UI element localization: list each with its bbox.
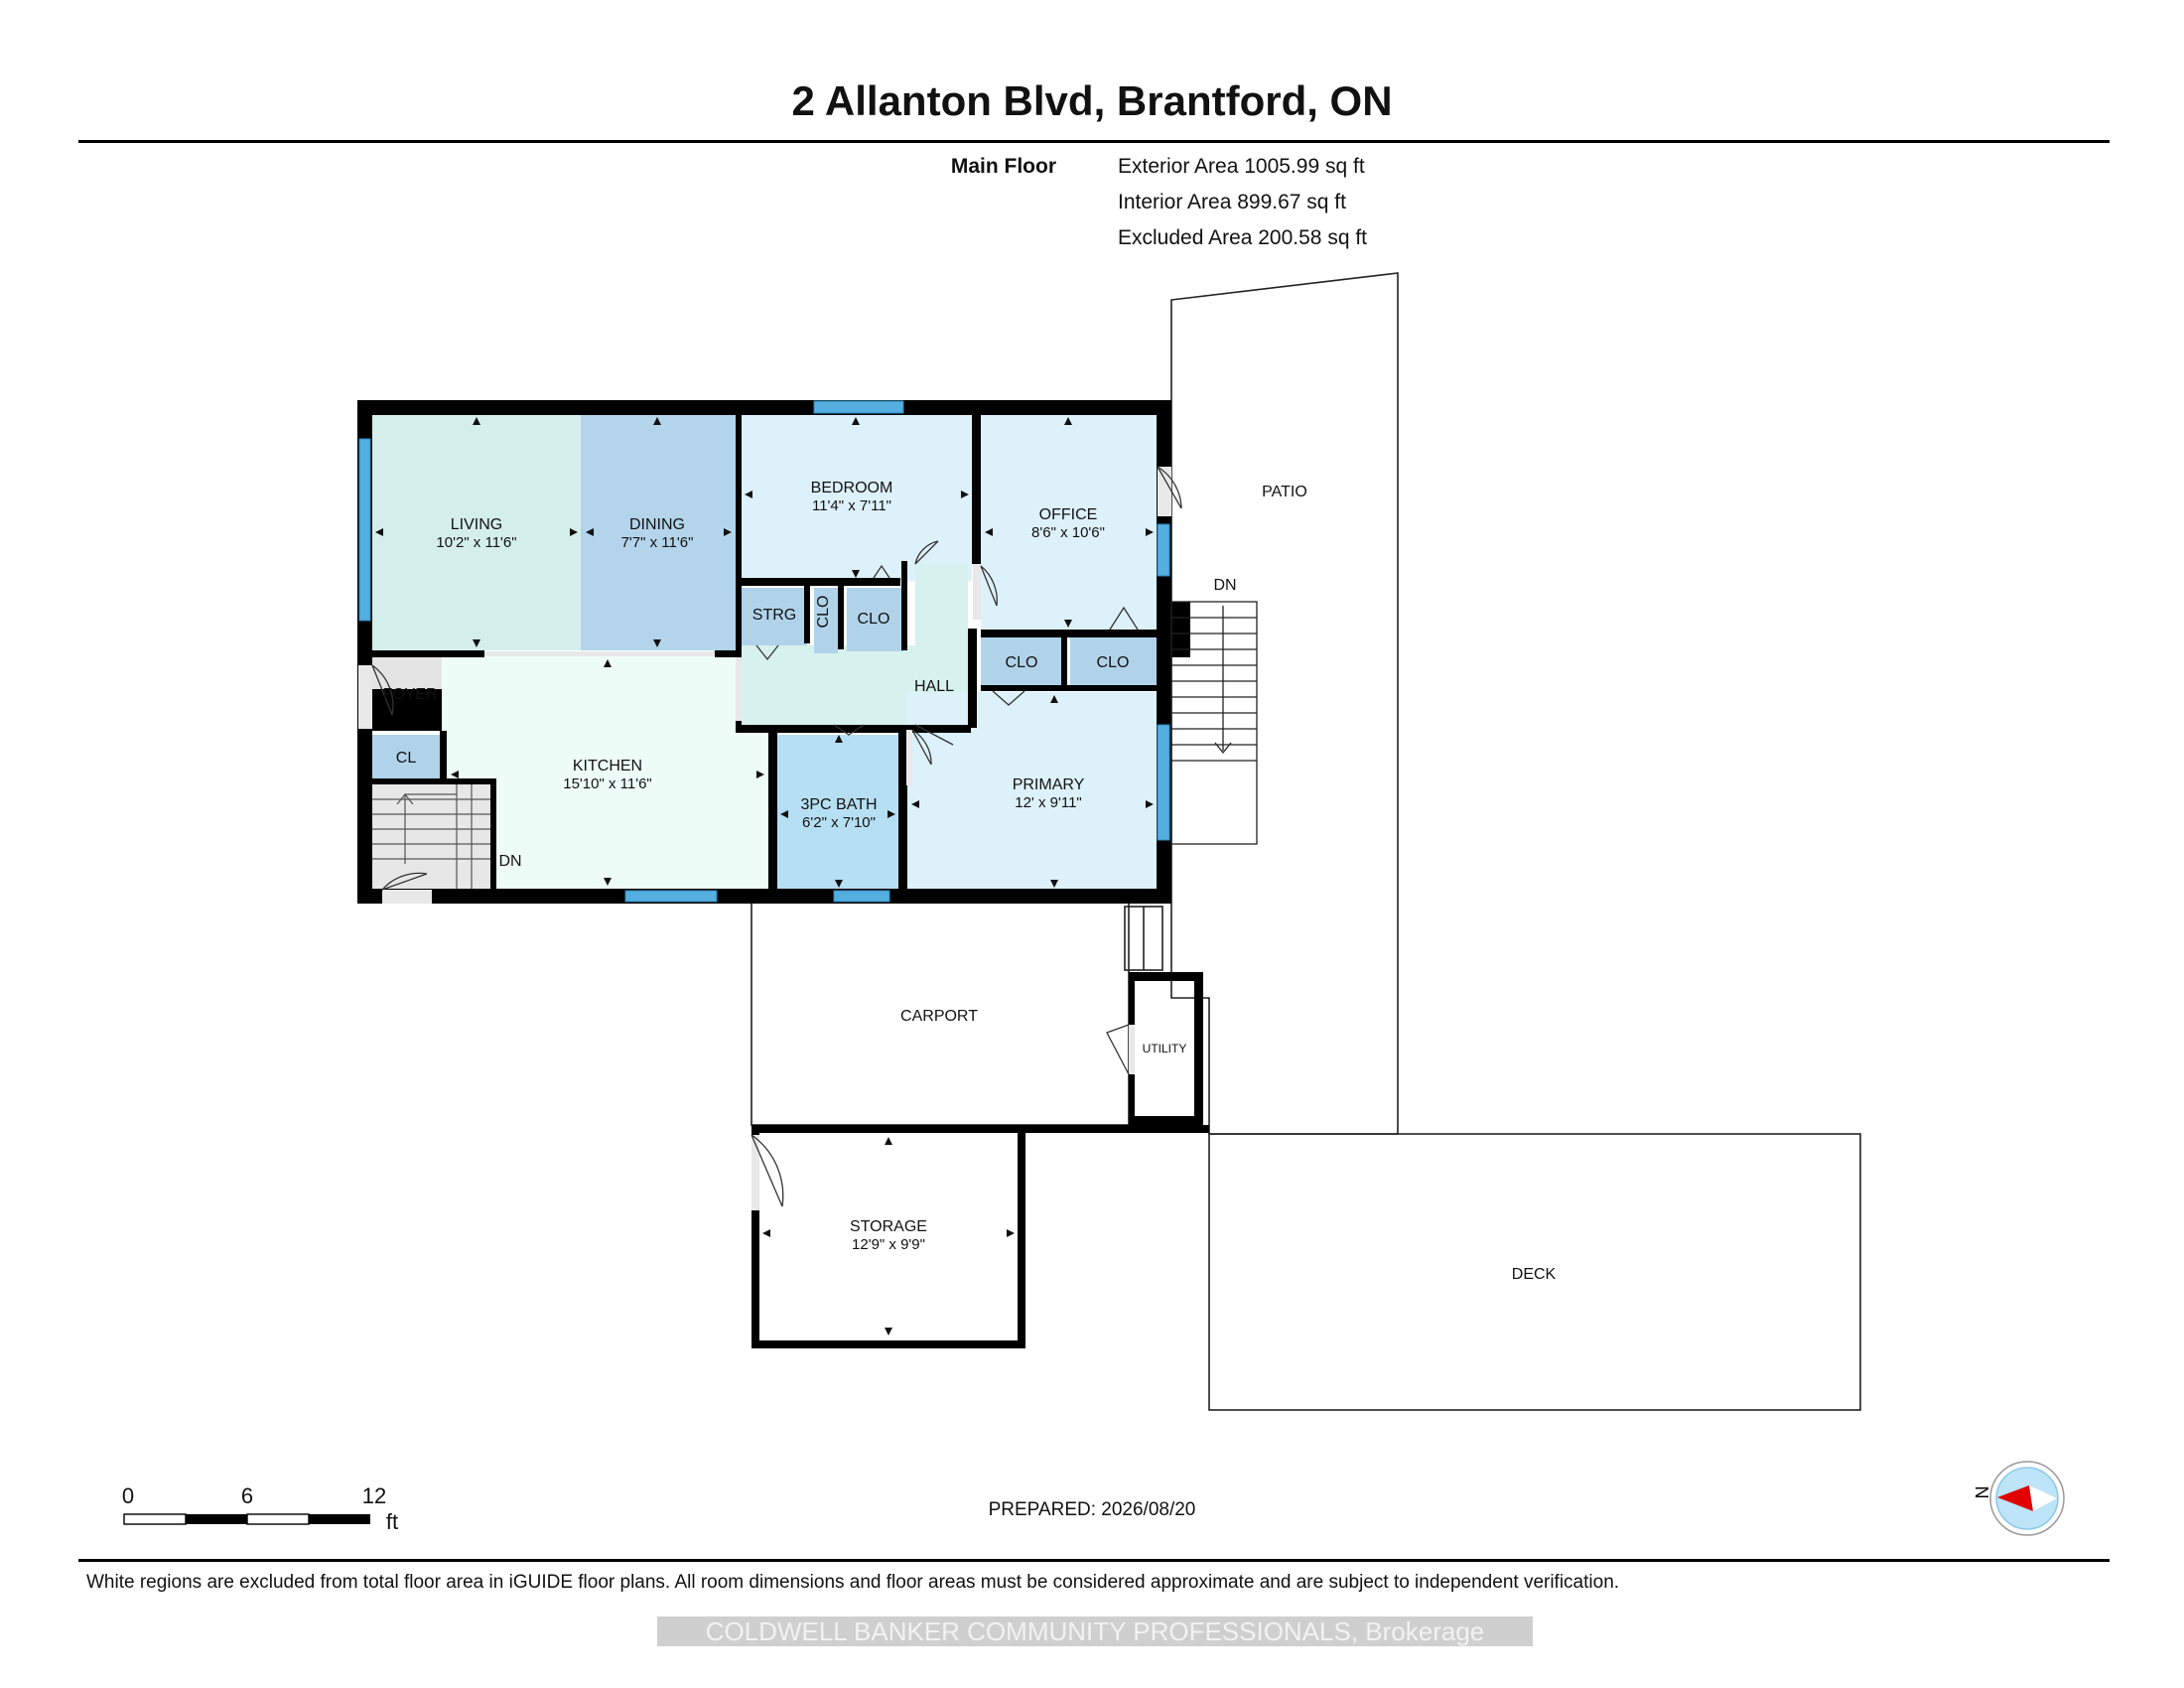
bath-floor	[777, 735, 898, 892]
living-floor	[372, 415, 581, 650]
dining-floor	[581, 415, 736, 650]
clo-small-floor	[814, 588, 838, 653]
hall-label: HALL	[914, 678, 954, 695]
primary-label: PRIMARY	[1013, 776, 1085, 793]
floor-label: Main Floor	[950, 155, 1056, 178]
compass-north-label: N	[1972, 1486, 1991, 1499]
scale-bar: 0 6 12 ft	[122, 1483, 398, 1534]
scale-tick-0: 0	[122, 1483, 134, 1508]
header-rule	[78, 140, 2110, 143]
clo-office-label: CLO	[1006, 654, 1038, 671]
stairs-down-main-label: DN	[498, 853, 521, 870]
footer-rule	[78, 1559, 2110, 1562]
storage-dims: 12'9" x 9'9"	[852, 1236, 925, 1253]
deck-outline	[1208, 1133, 1861, 1411]
excluded-area: Excluded Area 200.58 sq ft	[1118, 226, 1368, 249]
utility-label: UTILITY	[1143, 1042, 1187, 1055]
clo-hall-floor	[847, 588, 903, 651]
patio-outline	[1170, 272, 1399, 1135]
disclaimer: White regions are excluded from total fl…	[86, 1572, 1620, 1593]
bath-label: 3PC BATH	[800, 796, 877, 813]
office-dims: 8'6" x 10'6"	[1031, 524, 1105, 541]
cl-label: CL	[396, 750, 417, 767]
interior-area: Interior Area 899.67 sq ft	[1118, 191, 1346, 213]
bedroom-label: BEDROOM	[811, 480, 893, 496]
compass-icon: N	[1972, 1461, 2065, 1536]
hall-floor	[742, 564, 968, 725]
stair-floor	[372, 784, 496, 892]
scale-tick-6: 6	[241, 1483, 253, 1508]
brokerage-watermark: COLDWELL BANKER COMMUNITY PROFESSIONALS,…	[657, 1617, 1533, 1646]
living-label: LIVING	[451, 516, 502, 533]
office-label: OFFICE	[1039, 506, 1098, 523]
kitchen-label: KITCHEN	[573, 758, 642, 774]
foyer-label: FOYER	[382, 686, 437, 703]
office-floor	[981, 415, 1157, 634]
bath-dims: 6'2" x 7'10"	[802, 814, 876, 831]
page-title: 2 Allanton Blvd, Brantford, ON	[791, 77, 1393, 124]
scale-tick-12: 12	[362, 1483, 386, 1508]
clo-hall-label: CLO	[858, 611, 890, 628]
clo-office-floor	[981, 637, 1061, 685]
deck-label: DECK	[1512, 1266, 1557, 1283]
stairs-down-patio-label: DN	[1213, 577, 1236, 594]
scale-unit: ft	[386, 1509, 398, 1534]
prepared-date: PREPARED: 2026/08/20	[988, 1499, 1196, 1520]
exterior-area: Exterior Area 1005.99 sq ft	[1118, 155, 1365, 178]
bedroom-floor	[742, 415, 972, 581]
cl-floor	[372, 735, 440, 778]
primary-dims: 12' x 9'11"	[1015, 794, 1082, 811]
patio-label: PATIO	[1262, 484, 1307, 500]
dining-dims: 7'7" x 11'6"	[621, 534, 694, 551]
carport-label: CARPORT	[900, 1008, 978, 1025]
clo-primary-floor	[1070, 637, 1157, 685]
clo-primary-label: CLO	[1097, 654, 1130, 671]
strg-label: STRG	[752, 607, 796, 624]
dining-label: DINING	[629, 516, 685, 533]
strg-floor	[742, 588, 807, 645]
storage-label: STORAGE	[850, 1218, 927, 1235]
kitchen-dims: 15'10" x 11'6"	[563, 775, 652, 792]
living-dims: 10'2" x 11'6"	[436, 534, 516, 551]
bedroom-dims: 11'4" x 7'11"	[812, 497, 891, 514]
clo-small-label: CLO	[815, 596, 832, 629]
